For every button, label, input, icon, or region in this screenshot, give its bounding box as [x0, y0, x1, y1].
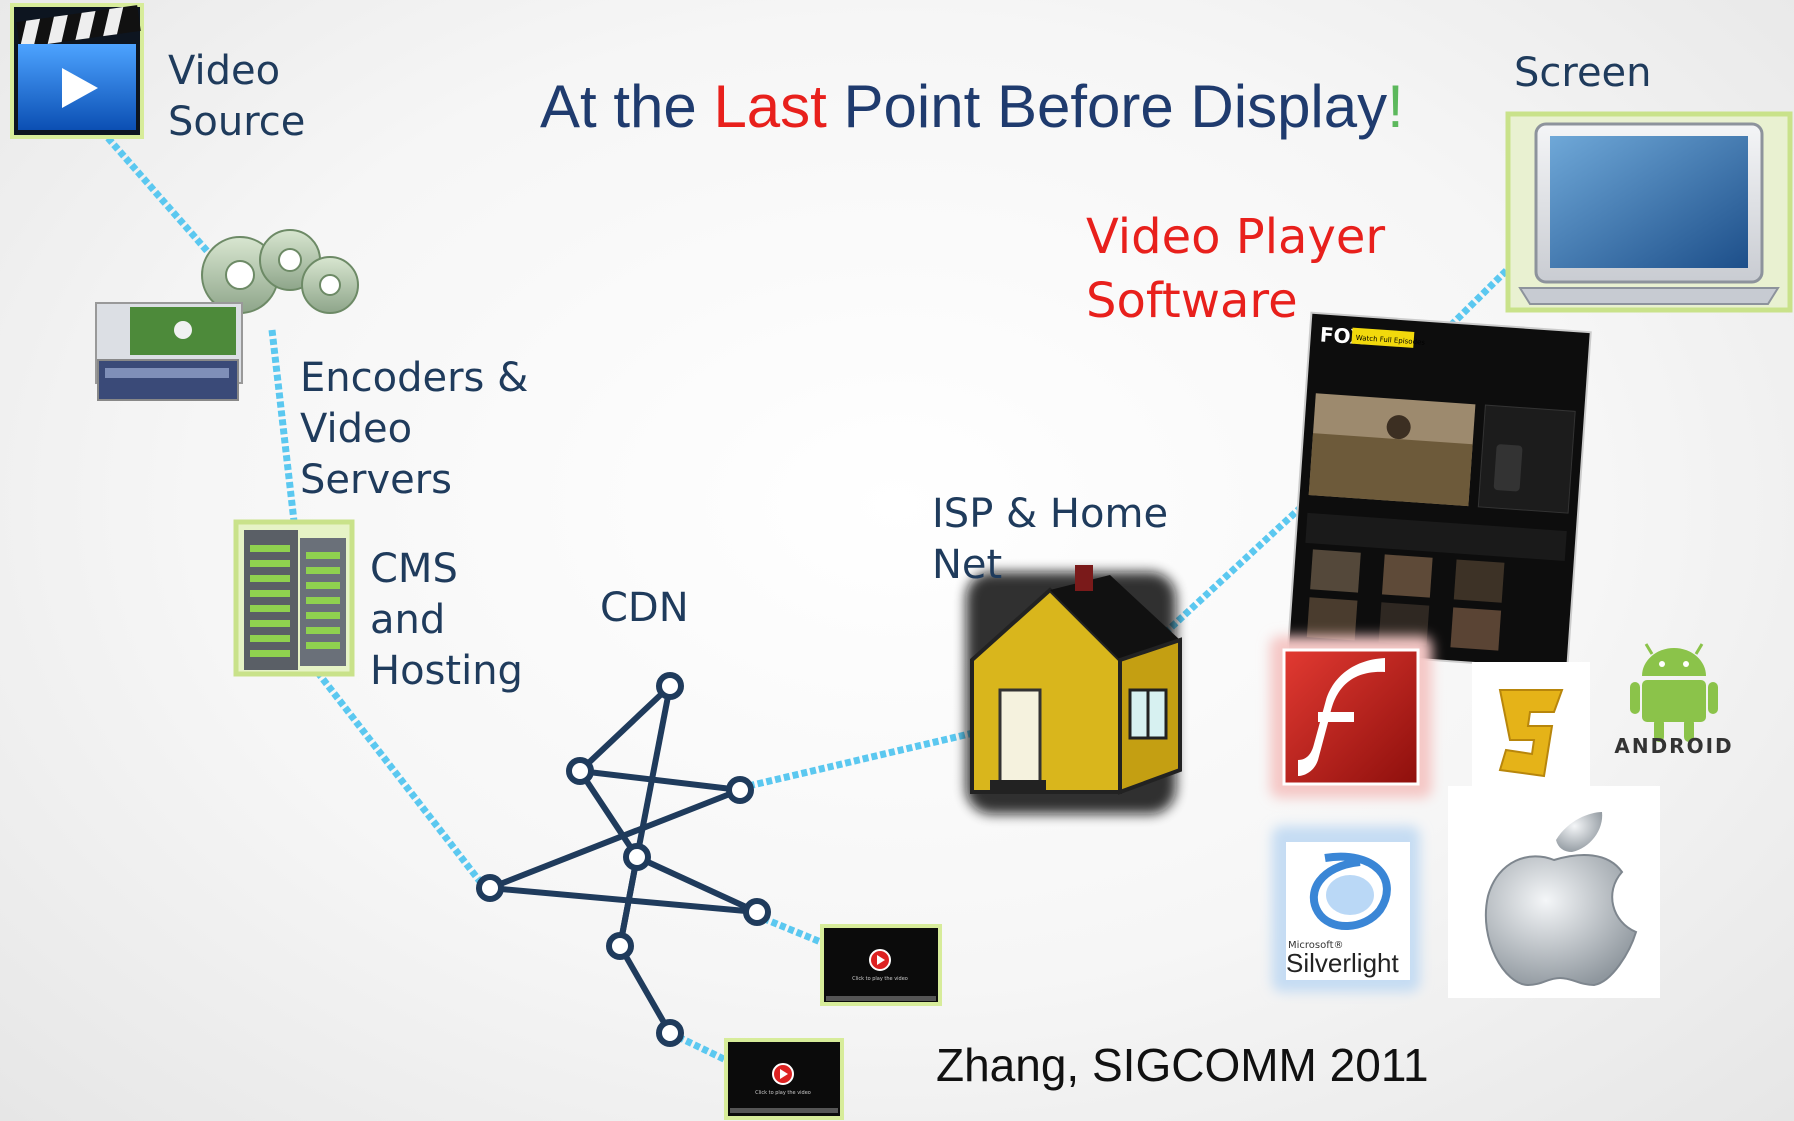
cdn-node	[623, 843, 651, 871]
label-cms: CMS and Hosting	[370, 544, 523, 697]
flash-logo-icon	[1270, 636, 1432, 798]
link-encoders-cms	[268, 329, 299, 531]
cdn-node	[606, 932, 634, 960]
label-line: Servers	[300, 457, 453, 503]
player-screenshot: FOX Watch Full Episodes	[1286, 311, 1592, 671]
video-source-icon	[10, 3, 144, 139]
title-part-1: At the	[540, 73, 714, 140]
title-exclaim: !	[1387, 73, 1404, 140]
play-hint-text: Click to play the video	[852, 976, 908, 982]
link-source-encoders	[105, 135, 225, 271]
video-thumbnail-1[interactable]: Click to play the video	[820, 924, 942, 1006]
slide-title: At the Last Point Before Display!	[540, 72, 1404, 141]
label-line: Source	[168, 99, 306, 145]
cdn-node	[566, 757, 594, 785]
html5-logo-icon	[1472, 662, 1590, 786]
cdn-node	[476, 874, 504, 902]
label-line: Hosting	[370, 648, 523, 694]
label-video-source: Video Source	[168, 46, 305, 148]
server-rack-icon	[233, 519, 355, 677]
label-screen: Screen	[1514, 48, 1652, 99]
cdn-node	[656, 1019, 684, 1047]
cdn-node	[656, 672, 684, 700]
label-line: Screen	[1514, 50, 1652, 96]
label-line: Video	[300, 406, 413, 452]
android-wordmark: ANDROID	[1614, 734, 1733, 758]
android-logo-icon: ANDROID	[1614, 643, 1733, 758]
title-part-2: Point Before Display	[826, 73, 1388, 140]
label-encoders: Encoders & Video Servers	[300, 353, 528, 506]
cdn-nodes	[476, 672, 771, 1047]
silverlight-wordmark: Silverlight	[1286, 948, 1399, 978]
laptop-icon	[1505, 111, 1793, 313]
title-highlight: Last	[713, 73, 827, 140]
silverlight-small-text: Microsoft®	[1288, 940, 1344, 951]
play-hint-text: Click to play the video	[755, 1090, 811, 1096]
apple-logo-icon	[1448, 786, 1660, 998]
cdn-network-graph	[488, 683, 759, 1035]
label-line: Net	[932, 542, 1003, 588]
label-line: Video Player	[1086, 209, 1386, 265]
citation: Zhang, SIGCOMM 2011	[936, 1039, 1429, 1091]
label-line: ISP & Home	[932, 491, 1169, 537]
label-line: and	[370, 597, 446, 643]
link-player-screen	[1435, 262, 1515, 341]
label-cdn: CDN	[600, 583, 689, 634]
video-thumbnail-2[interactable]: Click to play the video	[724, 1038, 844, 1120]
encoders-icon	[95, 229, 359, 401]
label-line: CDN	[600, 585, 689, 631]
label-line: Software	[1086, 273, 1298, 329]
silverlight-logo-icon: Microsoft® Silverlight	[1272, 826, 1420, 992]
label-isp: ISP & Home Net	[932, 489, 1168, 591]
cdn-node	[726, 776, 754, 804]
label-line: CMS	[370, 546, 458, 592]
label-line: Video	[168, 48, 281, 94]
link-cms-cdn	[309, 662, 488, 891]
label-line: Encoders &	[300, 355, 529, 401]
house-icon	[966, 565, 1182, 814]
cdn-node	[743, 898, 771, 926]
label-video-player: Video Player Software	[1086, 205, 1385, 333]
